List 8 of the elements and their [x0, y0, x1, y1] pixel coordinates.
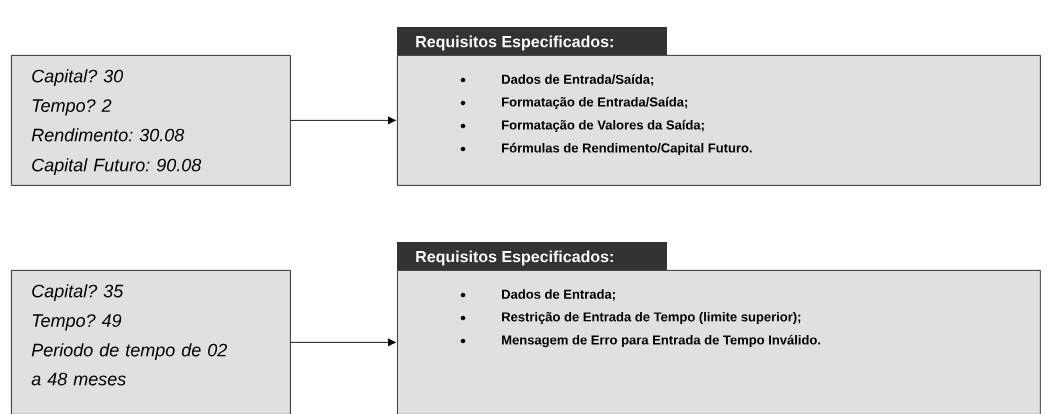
requirements-panel: Requisitos Especificados: Dados de Entrada; Restrição de Entrada de Tempo (limite superior); Mensagem de Erro para Entrada de Tempo Inválido. [397, 242, 1041, 414]
requirements-panel: Requisitos Especificados: Dados de Entrada/Saída; Formatação de Entrada/Saída; Formatação de Valores da Saída; Fórmulas de Rendimento/Capital Futuro. [397, 27, 1041, 186]
arrow [290, 338, 397, 347]
input-box: Capital? 35 Tempo? 49 Periodo de tempo de 02 a 48 meses [11, 270, 291, 414]
arrow [290, 116, 397, 125]
node-label: Requisitos Especificados: [416, 250, 613, 266]
input-box: Capital? 30 Tempo? 2 Rendimento: 30.08 Capital Futuro: 90.08 [11, 55, 291, 186]
node-label: Requisitos Especificados: [416, 35, 613, 51]
